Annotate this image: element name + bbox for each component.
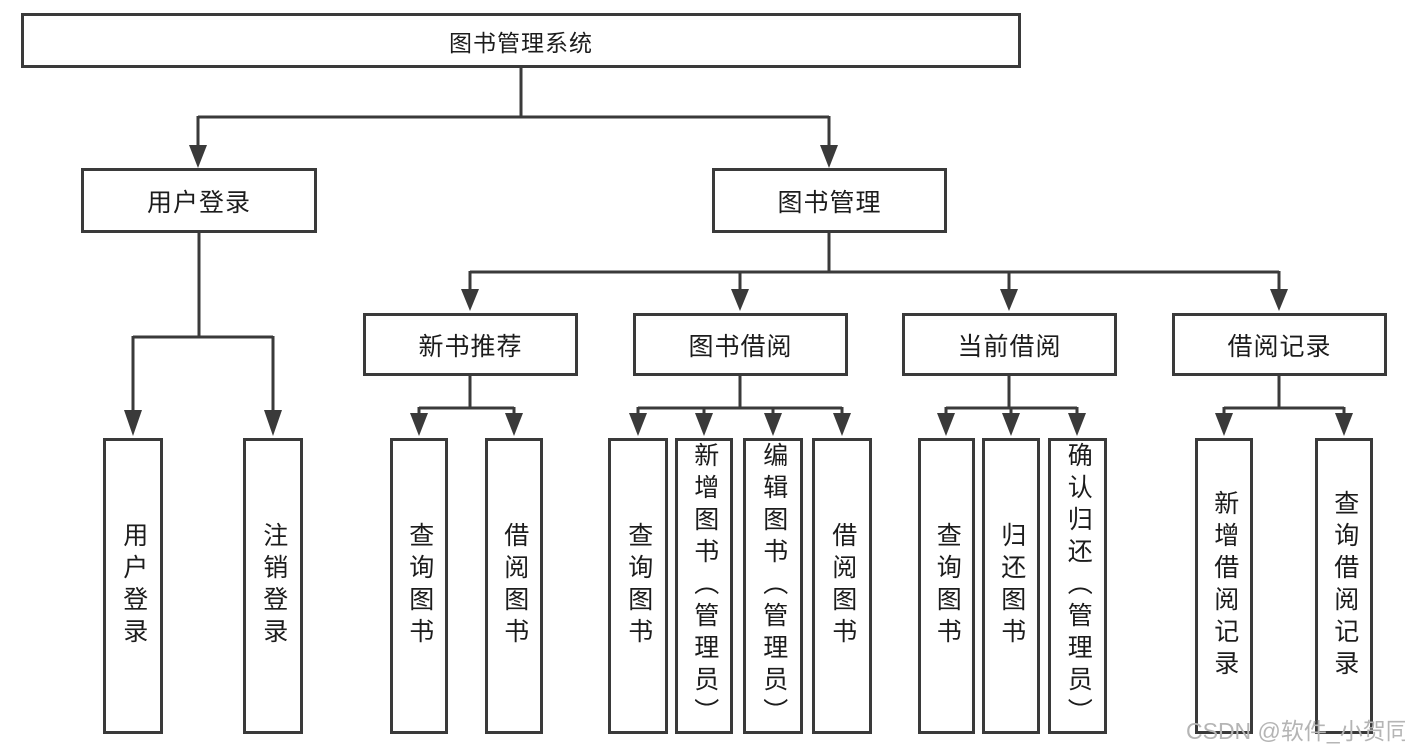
node-book-management: 图书管理 <box>712 168 947 233</box>
node-label: 查询借阅记录 <box>1330 490 1359 682</box>
node-label: 借阅图书 <box>500 522 529 650</box>
node-label: 注销登录 <box>259 522 288 650</box>
leaf-user-login: 用户登录 <box>103 438 163 734</box>
leaf-add-book-admin: 新增图书（管理员） <box>675 438 733 734</box>
leaf-add-borrow-record: 新增借阅记录 <box>1195 438 1253 734</box>
leaf-logout: 注销登录 <box>243 438 303 734</box>
leaf-confirm-return-admin: 确认归还（管理员） <box>1048 438 1107 734</box>
node-current-borrowing: 当前借阅 <box>902 313 1117 376</box>
csdn-watermark: CSDN @软件_小贺同学 <box>1186 718 1405 744</box>
node-label: 用户登录 <box>146 188 251 217</box>
node-label: 新增借阅记录 <box>1210 490 1239 682</box>
node-label: 归还图书 <box>997 522 1026 650</box>
node-label: 图书管理 <box>777 188 882 217</box>
leaf-borrow-books-borrowing: 借阅图书 <box>812 438 872 734</box>
node-label: 查询图书 <box>624 522 653 650</box>
leaf-query-books-borrowing: 查询图书 <box>608 438 668 734</box>
node-label: 新书推荐 <box>418 332 523 361</box>
node-label: 确认归还（管理员） <box>1064 442 1093 730</box>
node-label: 图书管理系统 <box>449 29 593 56</box>
node-new-book-recommendation: 新书推荐 <box>363 313 578 376</box>
node-book-borrowing: 图书借阅 <box>633 313 848 376</box>
node-label: 查询图书 <box>933 522 962 650</box>
leaf-query-borrow-record: 查询借阅记录 <box>1315 438 1373 734</box>
node-label: 新增图书（管理员） <box>690 442 719 730</box>
node-label: 查询图书 <box>405 522 434 650</box>
node-borrowing-records: 借阅记录 <box>1172 313 1387 376</box>
node-label: 当前借阅 <box>957 332 1062 361</box>
leaf-return-books: 归还图书 <box>982 438 1040 734</box>
node-library-management-system: 图书管理系统 <box>21 13 1021 68</box>
node-user-login: 用户登录 <box>81 168 317 233</box>
node-label: 借阅记录 <box>1227 332 1332 361</box>
leaf-edit-book-admin: 编辑图书（管理员） <box>743 438 803 734</box>
node-label: 编辑图书（管理员） <box>759 442 788 730</box>
node-label: 图书借阅 <box>688 332 793 361</box>
node-label: 用户登录 <box>119 522 148 650</box>
leaf-query-books-recommendation: 查询图书 <box>390 438 448 734</box>
leaf-query-books-current: 查询图书 <box>918 438 975 734</box>
node-label: 借阅图书 <box>828 522 857 650</box>
leaf-borrow-books-recommendation: 借阅图书 <box>485 438 543 734</box>
